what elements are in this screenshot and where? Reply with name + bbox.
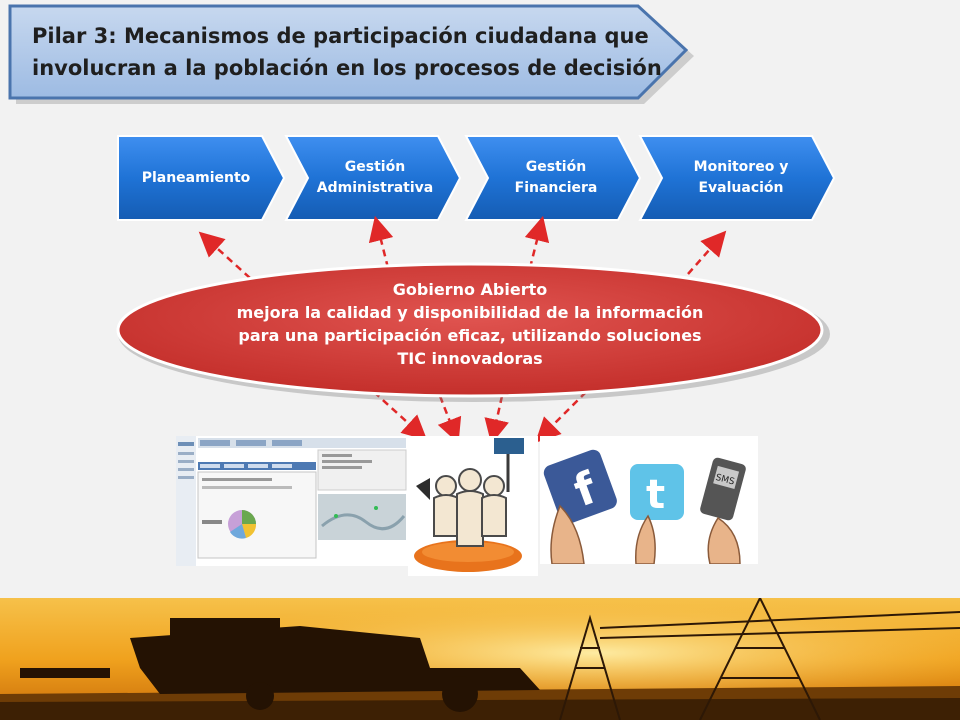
social-media-hands-illustration: f t SMS: [540, 436, 758, 564]
arrow-to-portal: [373, 391, 428, 441]
step-monitoreo-evaluacion: Monitoreo y Evaluación: [658, 136, 834, 220]
step-label: Gestión Financiera: [514, 159, 598, 196]
arrow-to-step-4: [687, 230, 727, 275]
arrow-to-step-3: [524, 215, 550, 269]
arrow-to-step-2: [368, 215, 394, 269]
facebook-icon: f: [543, 449, 617, 525]
sms-phone-icon: SMS: [700, 457, 746, 521]
page-title: Pilar 3: Mecanismos de participación ciu…: [32, 20, 672, 84]
step-chevron-3: [464, 135, 642, 221]
step-label: Gestión Administrativa: [316, 159, 434, 196]
step-chevron-2: [284, 135, 462, 221]
step-gestion-administrativa: Gestión Administrativa: [300, 136, 460, 220]
arrow-to-step-1: [198, 231, 251, 279]
ellipse-heading: Gobierno Abierto: [392, 280, 548, 299]
arrow-to-citizens-1: [437, 395, 462, 444]
step-planeamiento: Planeamiento: [118, 136, 284, 220]
web-portal-screenshot: [176, 436, 408, 566]
step-label: Planeamiento: [141, 169, 251, 186]
harvester-field-photo: [0, 598, 960, 720]
open-government-text: Gobierno Abierto mejora la calidad y dis…: [150, 278, 790, 370]
arrow-to-social: [535, 391, 587, 443]
ellipse-line-1: mejora la calidad y disponibilidad de la…: [236, 303, 704, 322]
step-label: Monitoreo y Evaluación: [693, 159, 789, 196]
twitter-icon: t: [630, 464, 684, 520]
svg-text:SMS: SMS: [714, 473, 735, 488]
svg-text:t: t: [646, 472, 665, 518]
title-banner: [8, 4, 694, 104]
title-line-1: Pilar 3: Mecanismos de participación ciu…: [32, 24, 649, 48]
step-gestion-financiera: Gestión Financiera: [482, 136, 640, 220]
open-government-ellipse: [116, 262, 824, 398]
arrow-to-citizens-2: [484, 395, 509, 445]
citizen-participation-illustration: [408, 436, 538, 576]
title-line-2: involucran a la población en los proceso…: [32, 56, 662, 80]
ellipse-line-3: TIC innovadoras: [397, 349, 543, 368]
step-chevron-4: [638, 135, 836, 221]
ellipse-line-2: para una participación eficaz, utilizand…: [238, 326, 702, 345]
step-chevron-1: [117, 135, 286, 221]
